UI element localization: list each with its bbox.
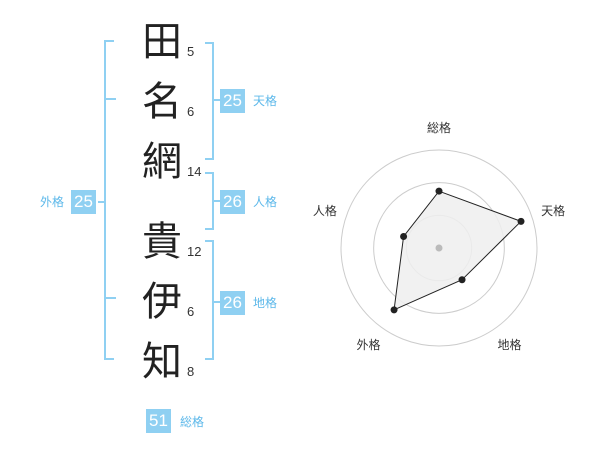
stroke-count-2: 6 <box>187 104 195 119</box>
chikaku-label: 地格 <box>253 296 278 310</box>
radar-point-3 <box>458 276 466 284</box>
soukaku-value: 51 <box>146 409 171 433</box>
name-char-2: 名 <box>142 79 182 125</box>
radar-axis-label-1: 総格 <box>427 120 451 135</box>
radar-axis-label-2: 天格 <box>541 203 565 218</box>
name-char-4: 貴 <box>142 219 182 265</box>
soukaku-label: 総格 <box>180 415 205 429</box>
jinkaku-tick <box>213 200 221 202</box>
chikaku-value: 26 <box>220 291 245 315</box>
gaikaku-tick <box>98 201 106 203</box>
name-char-6: 知 <box>142 339 182 385</box>
radar-polygon <box>393 190 522 311</box>
radar-axis-label-5: 人格 <box>313 203 337 218</box>
stroke-count-1: 5 <box>187 44 195 59</box>
tenkaku-bracket <box>205 42 214 160</box>
radar-axis-label-4: 外格 <box>356 337 380 352</box>
radar-point-2 <box>517 217 525 225</box>
chikaku-bracket <box>205 240 214 360</box>
gaikaku-bracket <box>104 40 114 360</box>
gaikaku-value: 25 <box>71 190 96 214</box>
stroke-count-3: 14 <box>187 164 202 179</box>
radar-grid-ring <box>340 149 538 347</box>
gaikaku-bottom-tick <box>104 297 116 299</box>
stroke-count-5: 6 <box>187 304 195 319</box>
tenkaku-label: 天格 <box>253 94 278 108</box>
jinkaku-value: 26 <box>220 190 245 214</box>
radar-center-dot <box>435 244 443 252</box>
stroke-count-4: 12 <box>187 244 202 259</box>
radar-axis-label-3: 地格 <box>498 337 522 352</box>
tenkaku-tick <box>213 99 221 101</box>
jinkaku-label: 人格 <box>253 195 278 209</box>
chikaku-tick <box>213 301 221 303</box>
name-char-5: 伊 <box>142 279 182 325</box>
gaikaku-top-tick <box>104 98 116 100</box>
name-char-3: 網 <box>142 139 182 185</box>
gaikaku-label: 外格 <box>40 195 65 209</box>
stroke-count-6: 8 <box>187 364 195 379</box>
radar-point-4 <box>390 306 398 314</box>
name-char-1: 田 <box>142 19 182 65</box>
tenkaku-value: 25 <box>220 89 245 113</box>
radar-point-1 <box>435 187 443 195</box>
radar-grid-ring <box>373 182 505 314</box>
radar-point-5 <box>400 232 408 240</box>
